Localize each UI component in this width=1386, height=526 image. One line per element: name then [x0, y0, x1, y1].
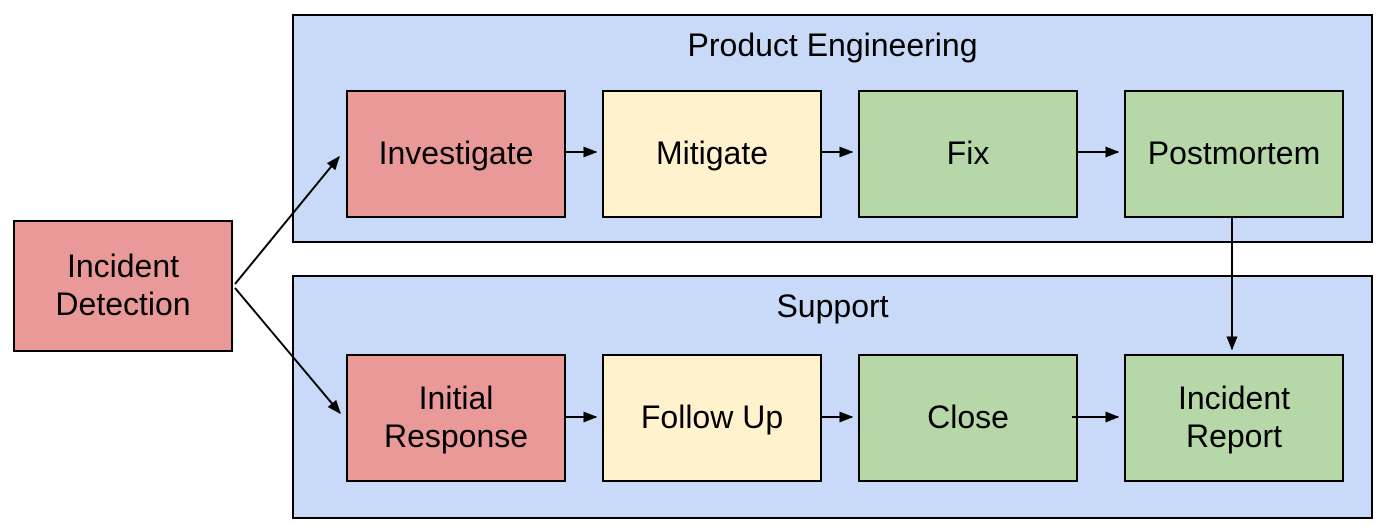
node-incident-detection: Incident Detection	[13, 220, 233, 352]
node-close-label: Close	[927, 399, 1009, 436]
node-initial-response-label: Initial Response	[383, 380, 529, 454]
node-postmortem-label: Postmortem	[1147, 135, 1321, 172]
node-investigate-label: Investigate	[378, 135, 534, 172]
node-incident-report: Incident Report	[1124, 354, 1344, 482]
lane-support-title: Support	[776, 288, 889, 324]
node-mitigate: Mitigate	[602, 90, 822, 218]
node-fix: Fix	[858, 90, 1078, 218]
node-incident-report-label: Incident Report	[1177, 380, 1291, 454]
node-follow-up: Follow Up	[602, 354, 822, 482]
node-postmortem: Postmortem	[1124, 90, 1344, 218]
node-incident-detection-label: Incident Detection	[55, 248, 191, 322]
node-follow-up-label: Follow Up	[640, 399, 784, 436]
lane-support: Support Initial Response Follow Up Close…	[292, 275, 1373, 519]
node-fix-label: Fix	[946, 135, 990, 172]
node-mitigate-label: Mitigate	[655, 135, 769, 172]
lane-product-engineering-title: Product Engineering	[687, 27, 978, 63]
node-initial-response: Initial Response	[346, 354, 566, 482]
lane-product-engineering: Product Engineering Investigate Mitigate…	[292, 14, 1373, 243]
node-investigate: Investigate	[346, 90, 566, 218]
node-close: Close	[858, 354, 1078, 482]
